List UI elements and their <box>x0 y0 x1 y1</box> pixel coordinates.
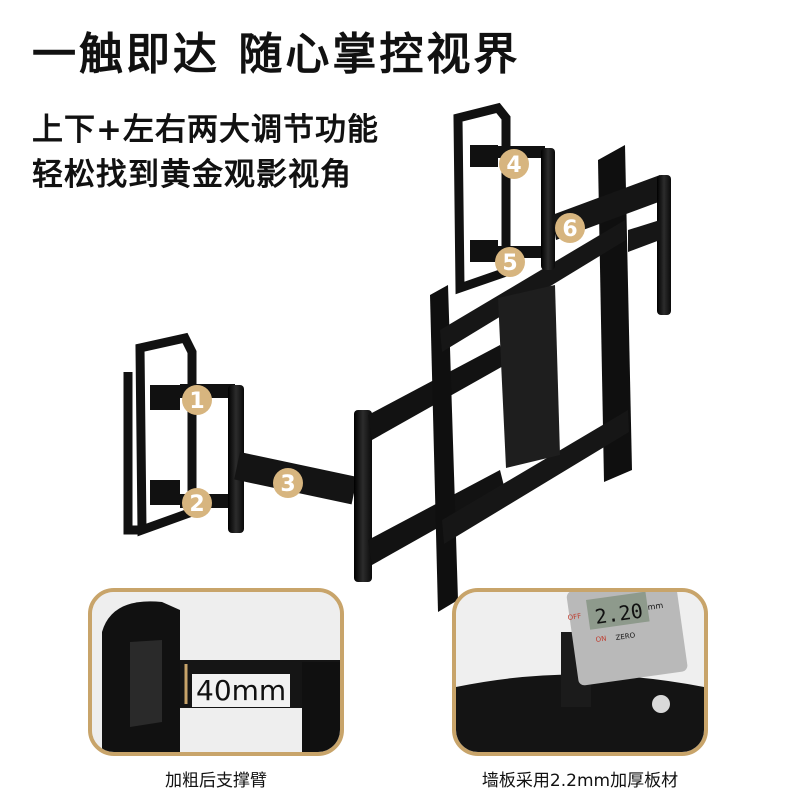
arm-closeup-image <box>92 592 340 752</box>
badge-3: 3 <box>273 468 303 498</box>
badge-6: 6 <box>555 213 585 243</box>
badge-5: 5 <box>495 247 525 277</box>
arm-thickness-label: 40mm <box>192 674 291 707</box>
svg-text:2: 2 <box>189 492 204 517</box>
svg-text:4: 4 <box>506 153 521 178</box>
subline-adjustment: 上下+左右两大调节功能 <box>32 112 379 148</box>
caption-thick-arm: 加粗后支撑臂 <box>165 771 267 791</box>
svg-text:ON: ON <box>595 635 607 644</box>
plate-thickness-inset: 2.20 mm OFF ON ZERO <box>452 588 708 756</box>
svg-text:3: 3 <box>280 472 295 497</box>
arm-thickness-inset: 40mm <box>88 588 344 756</box>
svg-text:ZERO: ZERO <box>615 631 636 642</box>
caliper-closeup-image: 2.20 mm OFF ON ZERO <box>456 592 704 752</box>
right-wall-plate <box>453 102 511 295</box>
svg-text:mm: mm <box>647 601 664 612</box>
svg-text:5: 5 <box>502 251 517 276</box>
svg-text:1: 1 <box>189 389 204 414</box>
caption-thick-plate: 墙板采用2.2mm加厚板材 <box>481 771 679 791</box>
subline-viewing-angle: 轻松找到黄金观影视角 <box>32 157 352 193</box>
badge-1: 1 <box>182 385 212 415</box>
headline: 一触即达 随心掌控视界 <box>32 29 521 80</box>
svg-text:6: 6 <box>562 217 577 242</box>
svg-text:OFF: OFF <box>567 612 582 622</box>
left-wall-plate <box>123 332 197 537</box>
badge-2: 2 <box>182 488 212 518</box>
badge-4: 4 <box>499 149 529 179</box>
